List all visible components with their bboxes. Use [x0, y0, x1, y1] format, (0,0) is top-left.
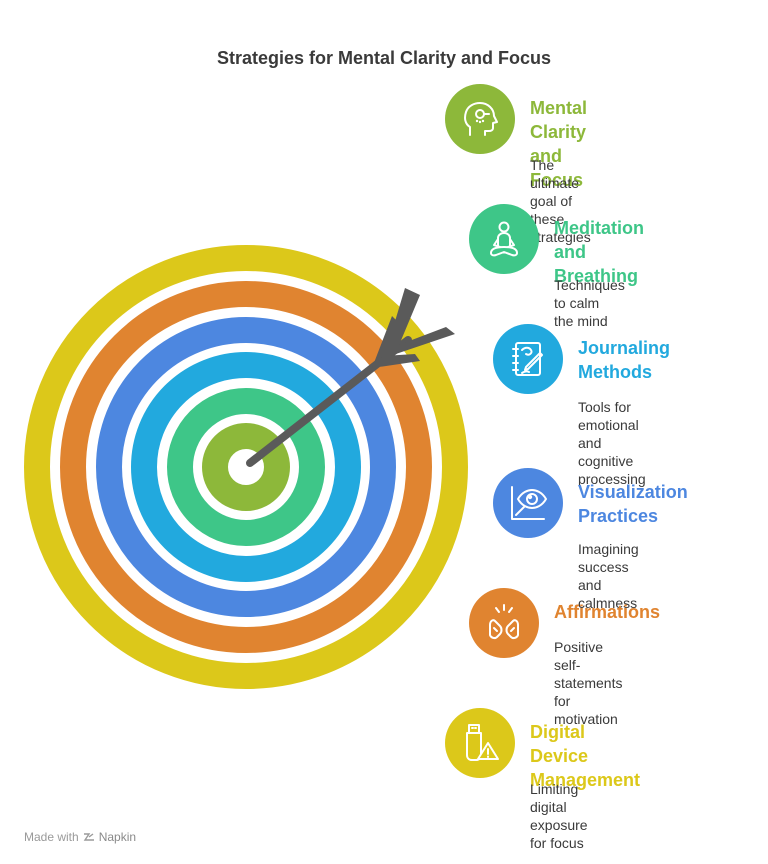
usb-warning-icon — [466, 724, 499, 761]
target-diagram — [24, 245, 468, 689]
digital-device-heading: Digital Device Management — [530, 722, 641, 790]
digital-device-description: Limiting digital exposure for focus — [530, 781, 588, 851]
visualization-badge — [493, 468, 563, 538]
meditation-icon — [490, 221, 518, 257]
ring-meditation — [167, 388, 325, 546]
arrow-fletching-1 — [372, 316, 398, 368]
mental-clarity-badge — [445, 84, 515, 154]
meditation-badge — [469, 204, 539, 274]
eye-chart-icon — [511, 486, 547, 520]
made-with-label: Made with — [24, 830, 79, 844]
journaling-description: Tools for emotional and cognitive proces… — [578, 399, 646, 487]
mental-clarity-description: The ultimate goal of these strategies — [530, 157, 591, 245]
napkin-logo-icon — [83, 833, 94, 841]
meditation-description: Techniques to calm the mind — [554, 277, 625, 329]
arrow-icon — [246, 288, 455, 467]
clapping-hands-icon — [489, 604, 519, 640]
ring-mental-clarity — [202, 423, 290, 511]
arrow-fletching-3 — [372, 354, 420, 368]
ring-affirmations — [60, 281, 432, 653]
journaling-badge — [493, 324, 563, 394]
page-title: Strategies for Mental Clarity and Focus — [216, 48, 552, 68]
affirmations-heading: Affirmations — [554, 602, 661, 622]
journal-pen-icon — [512, 342, 543, 376]
visualization-heading: Visualization Practices — [578, 482, 688, 526]
ring-visualization — [96, 317, 396, 617]
journaling-heading: Journaling Methods — [578, 338, 671, 382]
head-thought-icon — [464, 102, 498, 136]
arrow-fletching-2 — [384, 288, 420, 358]
mental-clarity-heading: Mental Clarity and Focus — [530, 98, 588, 190]
ring-digital-device — [24, 245, 468, 689]
affirmations-description: Positive self- statements for motivation — [554, 639, 623, 727]
napkin-brand[interactable]: Napkin — [98, 830, 137, 844]
footer: Made with Napkin — [24, 830, 136, 844]
arrow-fletching-4 — [384, 327, 455, 358]
affirmations-badge — [469, 588, 539, 658]
digital-device-badge — [445, 708, 515, 778]
meditation-heading: Meditation and Breathing — [554, 218, 644, 286]
ring-journaling — [131, 352, 361, 582]
visualization-description: Imagining success and calmness — [578, 541, 639, 611]
